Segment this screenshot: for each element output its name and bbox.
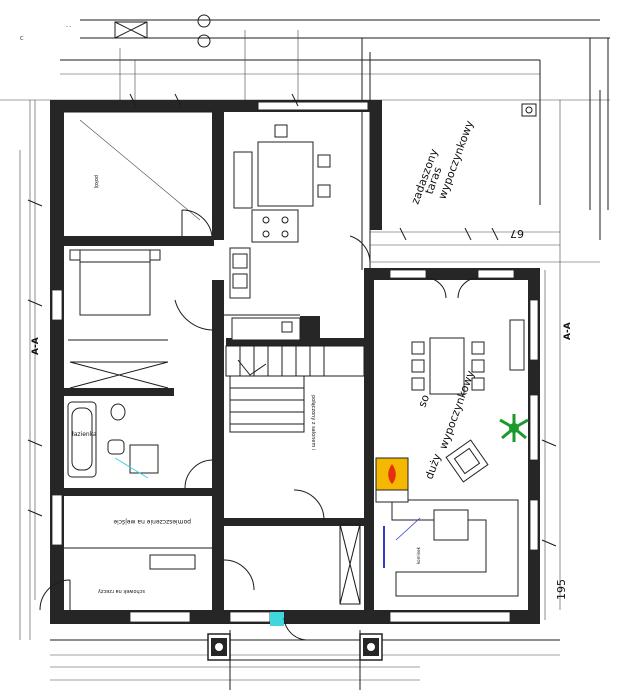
fireplace	[375, 457, 409, 491]
room-label-bedroom-small: pokój	[93, 175, 100, 188]
stair-note: połączony z salonem i	[310, 395, 316, 450]
toilet	[110, 403, 126, 421]
svg-text:C: C	[20, 36, 24, 42]
interior-walls	[64, 100, 374, 613]
dim-195: 195	[555, 579, 568, 600]
living-prefix: so	[416, 393, 433, 409]
section-mark-right: A-A	[563, 322, 573, 340]
dim-67: 67	[510, 227, 524, 240]
dining-table	[429, 337, 465, 395]
double-bed	[79, 249, 151, 316]
staircase: połączony z salonem i	[225, 345, 365, 605]
svg-text:- -: - -	[66, 24, 71, 30]
living-label-1: duży	[423, 451, 444, 481]
dimension-ticks	[27, 93, 557, 547]
bedroom-upper: pokój	[64, 111, 213, 237]
washbasin	[107, 439, 125, 455]
bedroom-double: A-A	[31, 249, 213, 389]
covered-terrace: zadaszony taras wypoczynkowy 67 A-A	[409, 118, 573, 340]
cooktop	[251, 209, 299, 243]
fireplace-note: kominek	[416, 546, 421, 564]
terrace-label-3: wypoczynkowy	[436, 118, 477, 201]
wardrobe-note: schowek na rzeczy	[98, 588, 145, 594]
section-mark-left: A-A	[31, 337, 41, 355]
dining-table-kitchen	[257, 141, 314, 207]
hall-note: pomieszczenie na wejście	[113, 518, 191, 525]
entry-hall: pomieszczenie na wejście schowek na rzec…	[39, 489, 325, 641]
coffee-table	[433, 509, 469, 541]
reference-lines: C - -	[0, 14, 610, 681]
flame-icon	[388, 464, 396, 484]
plant-icon	[499, 414, 529, 442]
entrance-marker	[270, 612, 284, 626]
corner-sofa	[391, 499, 519, 597]
front-columns	[207, 630, 383, 690]
bathroom: łazienka	[67, 401, 213, 489]
room-label-bathroom: łazienka	[72, 431, 97, 438]
kitchen	[224, 124, 371, 341]
